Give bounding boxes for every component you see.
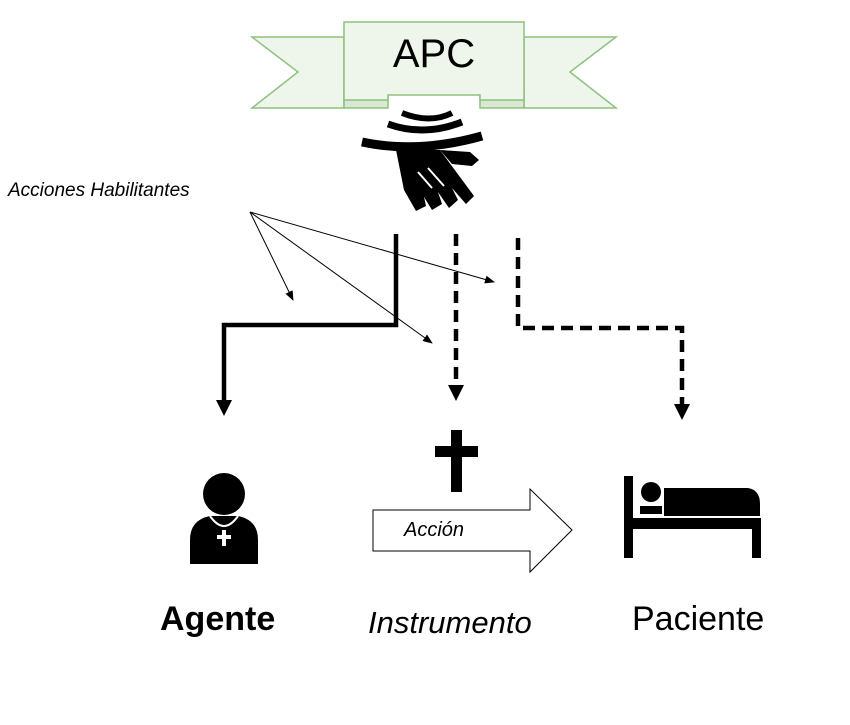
cross-icon [435, 430, 478, 492]
agent-connector [216, 234, 399, 416]
banner-ribbon [249, 21, 619, 109]
instrument-connector [448, 234, 464, 401]
banner-title: APC [392, 32, 476, 76]
pointing-hand-icon [361, 110, 484, 211]
agent-label: Agente [160, 600, 276, 638]
priest-icon [190, 473, 258, 564]
patient-connector [515, 238, 690, 420]
enabling-actions-label: Acciones Habilitantes [8, 180, 190, 201]
action-label: Acción [404, 519, 465, 541]
patient-label: Paciente [632, 600, 765, 638]
enabling-action-arrows [249, 211, 495, 344]
patient-bed-icon [624, 476, 761, 558]
action-arrow [372, 487, 573, 574]
instrument-label: Instrumento [368, 605, 532, 640]
